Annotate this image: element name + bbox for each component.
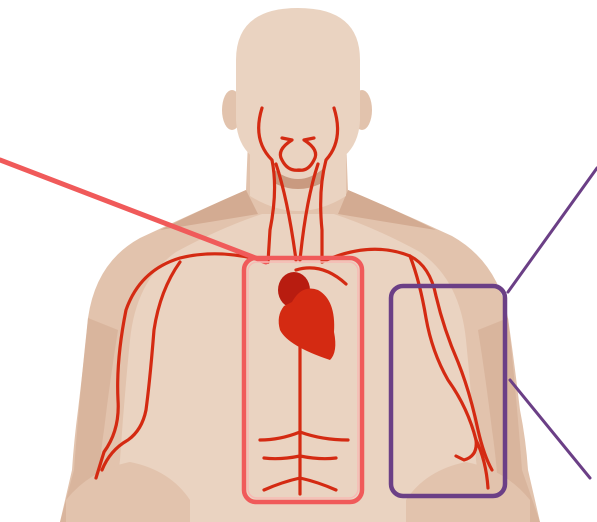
left-neck-branch [274, 162, 298, 262]
left-arm-shadow [60, 318, 118, 522]
left-subclavian-artery [94, 252, 270, 480]
femoral-right-branch [298, 476, 338, 492]
iliac-left-branch [262, 454, 302, 461]
chest-highlight-inner [247, 261, 359, 499]
arm-callout-pointer-bottom [508, 378, 592, 480]
arm-highlight-box[interactable] [388, 283, 508, 499]
right-brachial-artery [408, 254, 478, 462]
right-neck-branch [298, 162, 320, 262]
chest-callout-pointer [0, 157, 269, 265]
right-shoulder-shadow [338, 190, 436, 230]
right-radial-branch [474, 438, 490, 490]
renal-left-branch [258, 430, 302, 442]
renal-right-branch [298, 430, 350, 442]
right-subclavian-artery [320, 247, 494, 472]
left-carotid-artery [257, 106, 277, 264]
chest-highlight-box[interactable] [241, 255, 365, 505]
arm-callout[interactable] [388, 166, 597, 499]
aortic-arch-branch [294, 266, 348, 286]
chest-callout[interactable] [0, 157, 365, 505]
left-shoulder-shadow [160, 190, 258, 230]
heart-icon [278, 272, 336, 360]
head [236, 8, 360, 172]
femoral-left-branch [262, 476, 302, 492]
left-facial-artery [278, 136, 302, 172]
arm-callout-pointer-top [506, 166, 597, 294]
right-facial-artery [296, 136, 318, 172]
right-carotid-artery [319, 106, 340, 264]
left-brachial-artery [100, 260, 182, 472]
right-forearm [406, 462, 530, 522]
iliac-right-branch [298, 454, 338, 461]
right-arm-shadow [478, 318, 540, 522]
